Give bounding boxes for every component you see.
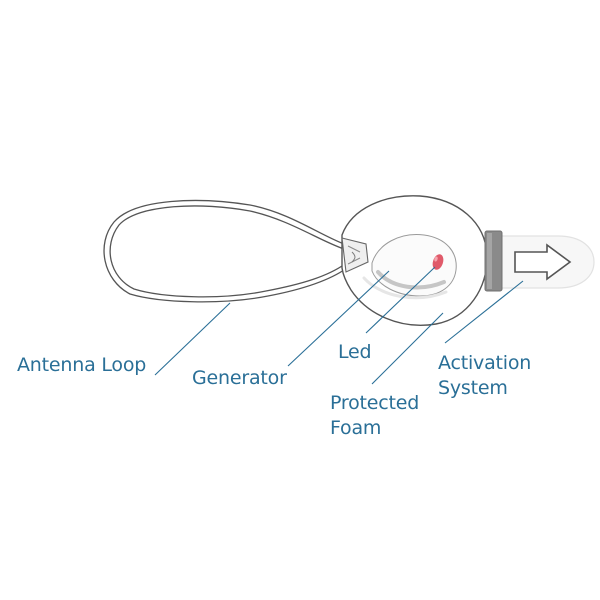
antenna-loop xyxy=(103,199,348,303)
generator-label: Generator xyxy=(192,366,287,391)
protected-foam-line-2: Foam xyxy=(330,417,382,439)
activation-system-label: Activation System xyxy=(438,351,531,401)
antenna-loop-label: Antenna Loop xyxy=(17,353,146,378)
generator-text: Generator xyxy=(192,367,287,389)
arrow-right-icon xyxy=(514,243,572,281)
loop-connector xyxy=(341,237,369,273)
generator-body xyxy=(341,195,488,326)
led-text: Led xyxy=(338,341,372,363)
leader-activation-system xyxy=(444,280,524,344)
leader-generator xyxy=(287,270,390,367)
activation-system xyxy=(484,230,595,292)
protected-foam-label: Protected Foam xyxy=(330,391,419,441)
leader-led xyxy=(365,266,436,334)
leader-antenna-loop xyxy=(154,302,231,376)
led-label: Led xyxy=(338,340,372,365)
protected-foam-line-1: Protected xyxy=(330,392,420,414)
antenna-loop-text: Antenna Loop xyxy=(17,354,147,376)
activation-system-line-1: Activation xyxy=(438,352,532,374)
leader-protected-foam xyxy=(371,312,444,385)
activation-system-line-2: System xyxy=(438,377,508,399)
leader-lines xyxy=(154,266,524,385)
